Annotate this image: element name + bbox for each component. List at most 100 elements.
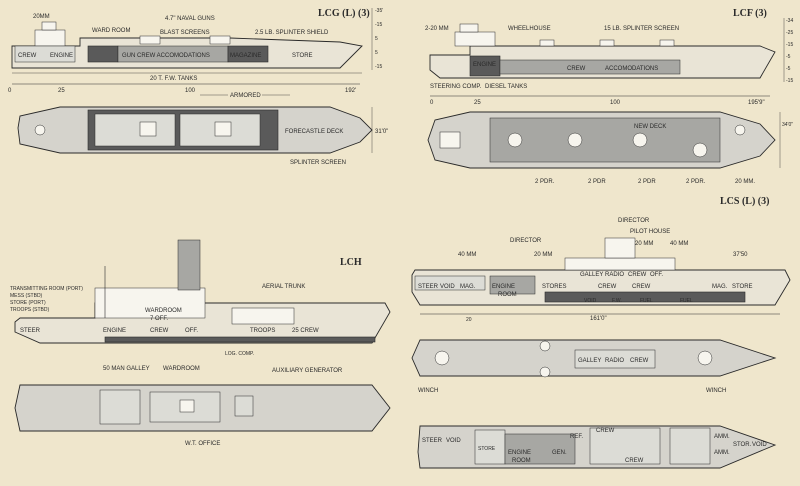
lcf-htick-2: -25: [786, 30, 793, 36]
lcg-htick-5: -15: [375, 64, 382, 70]
lcg-htick-2: -15: [375, 22, 382, 28]
lcf-tick-195: 195'9": [748, 100, 765, 106]
lcf-label-crew: CREW: [567, 66, 586, 72]
lcf-label-new-deck: NEW DECK: [634, 124, 666, 130]
lcf-label-splinter-screen: 15 LB. SPLINTER SCREEN: [604, 26, 679, 32]
lcf-title: LCF (3): [733, 8, 767, 19]
lcf-htick-3: -15: [786, 42, 793, 48]
lcs-label-crew-lower-1: CREW: [596, 428, 615, 434]
lcs-plan-upper: GALLEY RADIO CREW WINCH WINCH: [411, 339, 777, 394]
lcs-label-void: VOID: [440, 284, 455, 290]
lcs-label-crew-3: CREW: [632, 284, 651, 290]
lch-generator: [234, 395, 254, 417]
lcs-label-fuel-2: FUEL: [680, 298, 693, 304]
lcs-label-void-fwd: VOID: [752, 442, 767, 448]
lcs-label-mag: MAG.: [460, 284, 476, 290]
lcs-store-plan: [474, 429, 506, 465]
lch-label-mess: MESS (STBD): [10, 293, 43, 299]
lcg-label-fw-tanks: 20 T. F.W. TANKS: [150, 76, 197, 82]
lcs-label-height: 37'50: [733, 252, 748, 258]
lcs-label-20mm-2: 20 MM: [635, 241, 653, 247]
lcg-armored-label: ARMORED: [230, 93, 261, 99]
lcs-label-20mm-1: 20 MM: [534, 252, 552, 258]
lcf-label-diesel: DIESEL TANKS: [485, 84, 527, 90]
lcg-section: LCG (L) (3) 20MM WARD ROOM 4.7" NAVAL GU…: [8, 8, 388, 166]
lch-label-aux-gen: AUXILIARY GENERATOR: [272, 368, 343, 374]
lcf-section: LCF (3) 2-20 MM WHEELHOUSE 15 LB. SPLINT…: [425, 8, 793, 185]
lcs-gun-mount-1: [539, 340, 551, 352]
lcs-crew-fwd-plan: [669, 427, 711, 465]
lcf-label-wheelhouse: WHEELHOUSE: [508, 26, 551, 32]
lcs-engine-room-plan: [504, 433, 576, 465]
lch-label-transmitting: TRANSMITTING ROOM (PORT): [10, 286, 83, 292]
lch-plan: 50 MAN GALLEY WARDROOM AUXILIARY GENERAT…: [14, 366, 391, 447]
lcs-tick-20: 20: [466, 317, 472, 323]
lcg-title: LCG (L) (3): [318, 8, 370, 19]
lcg-label-forecastle: FORECASTLE DECK: [285, 129, 343, 135]
lch-label-25crew: 25 CREW: [292, 328, 319, 334]
lch-troops-block: [231, 307, 295, 325]
lch-galley: [99, 389, 141, 425]
lch-label-aerial-trunk: AERIAL TRUNK: [262, 284, 305, 290]
lcg-htick-1: -35': [375, 8, 383, 14]
lcs-label-store: STORE: [732, 284, 753, 290]
lcs-label-store-plan: STORE: [478, 446, 496, 452]
lcs-label-crew-lower-2: CREW: [625, 458, 644, 464]
lcf-label-2pdr-1: 2 PDR.: [535, 179, 555, 185]
lcf-label-20mm: 2-20 MM: [425, 26, 449, 32]
lch-label-7off: 7 OFF.: [150, 316, 168, 322]
lcs-profile: DIRECTOR PILOT HOUSE DIRECTOR 40 MM 20 M…: [411, 218, 791, 323]
lcs-pilot-house: [604, 237, 636, 259]
lcs-label-steer: STEER: [418, 284, 439, 290]
lcs-label-crew-plan: CREW: [630, 358, 649, 364]
lcs-label-ref: REF.: [570, 434, 583, 440]
lcs-label-galley-plan: GALLEY: [578, 358, 601, 364]
lch-label-galley: 50 MAN GALLEY: [103, 366, 150, 372]
lcf-gun-mount-2: [567, 132, 583, 148]
lcf-gun-mount-3: [632, 132, 648, 148]
lch-label-troops: TROOPS: [250, 328, 275, 334]
lcg-profile: 20MM WARD ROOM 4.7" NAVAL GUNS BLAST SCR…: [8, 8, 383, 99]
lcs-aft-block: [414, 275, 486, 291]
lcs-label-stores: STORES: [542, 284, 567, 290]
lcg-plan-20mm-mount: [34, 124, 46, 136]
lcg-gun-mount-1: [139, 121, 157, 137]
lcs-label-40mm-1: 40 MM: [458, 252, 476, 258]
lch-tank-band: [104, 336, 376, 343]
lcs-label-galley: GALLEY: [580, 272, 603, 278]
lcs-label-director-1: DIRECTOR: [618, 218, 650, 224]
lcf-htick-6: -15: [786, 78, 793, 84]
lcf-crew-block: [499, 59, 681, 75]
lch-profile: TRANSMITTING ROOM (PORT) MESS (STBD) STO…: [10, 239, 391, 357]
lcf-htick-1: -34: [786, 18, 793, 24]
lch-label-steer: STEER: [20, 328, 41, 334]
lcs-label-void-2: VOID: [584, 298, 597, 304]
lcg-htick-4: 5: [375, 50, 378, 56]
lcs-plan-lower: STEER VOID STORE ENGINE ROOM GEN. REF. C…: [417, 425, 777, 469]
lcs-label-room: ROOM: [498, 292, 517, 298]
lcg-gun-2: [209, 35, 231, 45]
lcg-label-naval-guns: 4.7" NAVAL GUNS: [165, 16, 215, 22]
lcg-tick-25: 25: [58, 88, 65, 94]
lcs-label-director-2: DIRECTOR: [510, 238, 542, 244]
lcf-profile: 2-20 MM WHEELHOUSE 15 LB. SPLINTER SCREE…: [425, 18, 793, 106]
lcf-beam: 34'0": [782, 122, 793, 128]
lcg-tick-100: 100: [185, 88, 196, 94]
lcf-label-2pdr-4: 2 PDR.: [686, 179, 706, 185]
lcg-label-crew: CREW: [18, 53, 37, 59]
lch-label-wt-office: W.T. OFFICE: [185, 441, 220, 447]
lcs-label-gen: GEN.: [552, 450, 567, 456]
lcs-label-40mm-2: 40 MM: [670, 241, 688, 247]
lcg-label-splinter-shield: 2.5 LB. SPLINTER SHIELD: [255, 30, 329, 36]
lcf-label-20mm: 20 MM.: [735, 179, 755, 185]
lcs-label-mag-fwd: MAG.: [712, 284, 728, 290]
lcs-upper-house: [574, 349, 656, 369]
lch-section: LCH TRANSMITTING ROOM (PORT) MESS (STBD)…: [10, 239, 391, 447]
lcf-label-2pdr-3: 2 PDR: [638, 179, 656, 185]
lch-label-wardroom-plan: WARDROOM: [163, 366, 200, 372]
lcf-aft-house: [439, 131, 461, 149]
lch-label-engine: ENGINE: [103, 328, 126, 334]
lcg-armored-block-1: [87, 45, 119, 63]
lcs-label-crew-2: CREW: [598, 284, 617, 290]
